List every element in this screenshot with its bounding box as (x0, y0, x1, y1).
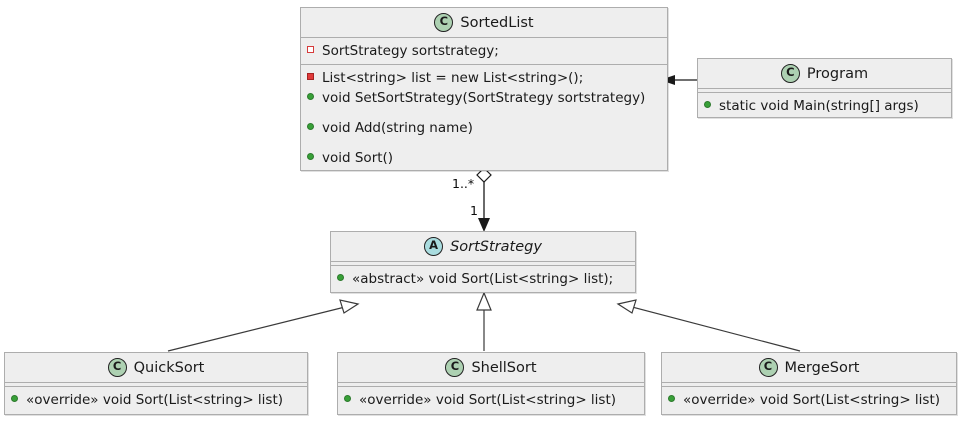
member-label: «override» void Sort(List<string> list) (26, 391, 284, 408)
class-header-sortedlist: C SortedList (301, 8, 667, 37)
header-divider (698, 88, 951, 89)
empty-fields-divider (698, 92, 951, 93)
class-icon: C (445, 358, 465, 377)
class-name-label: ShellSort (471, 359, 537, 376)
member-spacer (301, 108, 667, 118)
class-name-label: SortStrategy (450, 238, 542, 255)
class-header-shellsort: C ShellSort (338, 353, 644, 382)
member-row: void Sort() (301, 148, 667, 168)
member-row: void SetSortStrategy(SortStrategy sortst… (301, 88, 667, 108)
link-quicksort-to-sortstrategy (167, 299, 360, 352)
fields-compartment-sortedlist: SortStrategy sortstrategy; (301, 38, 667, 64)
class-name-label: SortedList (460, 14, 534, 31)
members-compartment-program: static void Main(string[] args) (698, 93, 951, 119)
class-icon: C (434, 13, 454, 32)
header-divider (301, 37, 667, 38)
members-compartment-sortstrategy: «abstract» void Sort(List<string> list); (331, 266, 635, 292)
members-compartment-sortedlist: List<string> list = new List<string>(); … (301, 65, 667, 171)
class-name-label: QuickSort (133, 359, 205, 376)
aggregation-target-multiplicity: 1 (470, 203, 478, 218)
member-label: void Sort() (322, 149, 394, 166)
member-row: «override» void Sort(List<string> list) (5, 390, 307, 410)
public-member-icon (11, 394, 20, 403)
class-header-program: C Program (698, 59, 951, 88)
class-icon: C (107, 358, 127, 377)
public-member-icon (307, 152, 316, 161)
header-divider (331, 261, 635, 262)
header-divider (5, 382, 307, 383)
members-compartment-quicksort: «override» void Sort(List<string> list) (5, 387, 307, 413)
public-member-icon (337, 273, 346, 282)
link-sortedlist-to-sortstrategy (476, 167, 492, 232)
field-row: SortStrategy sortstrategy; (301, 41, 667, 61)
class-box-program[interactable]: C Program static void Main(string[] args… (697, 58, 952, 118)
package-field-icon (307, 45, 316, 54)
public-member-icon (668, 394, 677, 403)
class-box-mergesort[interactable]: C MergeSort «override» void Sort(List<st… (661, 352, 957, 415)
private-member-icon (307, 72, 316, 81)
abstract-icon: A (424, 237, 444, 256)
class-box-sortedlist[interactable]: C SortedList SortStrategy sortstrategy; … (300, 7, 668, 171)
class-header-mergesort: C MergeSort (662, 353, 956, 382)
class-box-quicksort[interactable]: C QuickSort «override» void Sort(List<st… (4, 352, 308, 415)
class-header-sortstrategy: A SortStrategy (331, 232, 635, 261)
member-row: «abstract» void Sort(List<string> list); (331, 269, 635, 289)
member-label: «abstract» void Sort(List<string> list); (352, 270, 614, 287)
member-row: void Add(string name) (301, 118, 667, 138)
class-box-sortstrategy[interactable]: A SortStrategy «abstract» void Sort(List… (330, 231, 636, 293)
member-spacer (301, 138, 667, 148)
link-mergesort-to-sortstrategy (616, 299, 801, 352)
member-row: «override» void Sort(List<string> list) (338, 390, 644, 410)
member-row: static void Main(string[] args) (698, 96, 951, 116)
class-header-quicksort: C QuickSort (5, 353, 307, 382)
member-label: static void Main(string[] args) (719, 97, 919, 114)
header-divider (662, 382, 956, 383)
class-box-shellsort[interactable]: C ShellSort «override» void Sort(List<st… (337, 352, 645, 415)
member-label: List<string> list = new List<string>(); (322, 69, 584, 86)
class-name-label: MergeSort (784, 359, 860, 376)
member-label: «override» void Sort(List<string> list) (683, 391, 941, 408)
members-compartment-shellsort: «override» void Sort(List<string> list) (338, 387, 644, 413)
aggregation-source-multiplicity: 1..* (452, 176, 475, 191)
public-member-icon (307, 122, 316, 131)
class-name-label: Program (806, 65, 869, 82)
public-member-icon (307, 92, 316, 101)
public-member-icon (704, 100, 713, 109)
member-row: List<string> list = new List<string>(); (301, 68, 667, 88)
header-divider (338, 382, 644, 383)
field-label: SortStrategy sortstrategy; (322, 42, 499, 59)
member-row: «override» void Sort(List<string> list) (662, 390, 956, 410)
member-label: «override» void Sort(List<string> list) (359, 391, 617, 408)
empty-fields-divider (331, 265, 635, 266)
class-icon: C (758, 358, 778, 377)
fields-divider (301, 64, 667, 65)
empty-fields-divider (5, 386, 307, 387)
empty-fields-divider (662, 386, 956, 387)
link-shellsort-to-sortstrategy (476, 291, 492, 351)
member-label: void SetSortStrategy(SortStrategy sortst… (322, 89, 646, 106)
class-icon: C (780, 64, 800, 83)
members-compartment-mergesort: «override» void Sort(List<string> list) (662, 387, 956, 413)
empty-fields-divider (338, 386, 644, 387)
member-label: void Add(string name) (322, 119, 473, 136)
public-member-icon (344, 394, 353, 403)
